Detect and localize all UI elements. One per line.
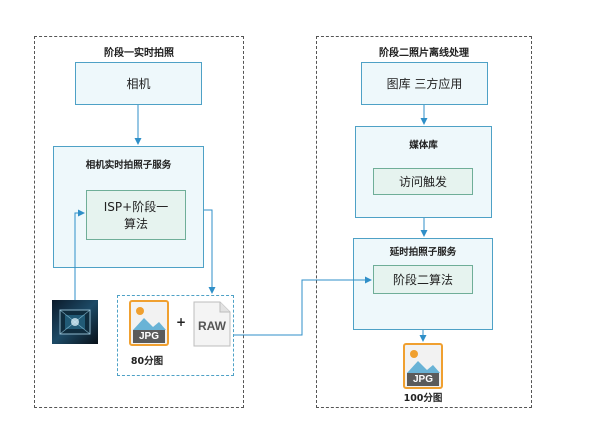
media-library-title: 媒体库 [409, 140, 438, 151]
raw-label: RAW [198, 319, 226, 333]
stage2-algo-box: 阶段二算法 [373, 265, 473, 294]
stage2-caption: 100分图 [403, 393, 443, 404]
arrow-service-to-output [204, 209, 216, 294]
arrow-sensor-to-isp [74, 209, 85, 300]
jpg-label: JPG [138, 331, 159, 342]
arrow-output-to-stage2-algo [234, 276, 372, 336]
gallery-apps-box: 图库 三方应用 [361, 62, 488, 105]
access-trigger-box: 访问触发 [373, 168, 473, 195]
plus-sign: + [176, 315, 187, 329]
stage1-title: 阶段一实时拍照 [104, 48, 174, 59]
stage1-frame [34, 36, 244, 408]
stage1-caption: 80分图 [130, 356, 164, 367]
raw-file-icon: RAW [193, 301, 231, 347]
gallery-apps-label: 图库 三方应用 [386, 77, 463, 91]
jpg-file-icon-final: JPG [403, 343, 443, 389]
jpg-file-icon: JPG [129, 300, 169, 346]
stage2-title: 阶段二照片离线处理 [379, 48, 469, 59]
realtime-photo-subservice-title: 相机实时拍照子服务 [85, 160, 172, 171]
isp-stage1-algo-line2: 算法 [123, 217, 148, 231]
stage2-frame [316, 36, 532, 408]
camera-box: 相机 [75, 62, 202, 105]
isp-stage1-algo-box: ISP+阶段一 算法 [86, 190, 186, 240]
stage2-algo-label: 阶段二算法 [392, 273, 453, 287]
deferred-photo-subservice-title: 延时拍照子服务 [389, 247, 457, 258]
isp-stage1-algo-line1: ISP+阶段一 [103, 200, 169, 214]
camera-sensor-icon [52, 300, 98, 344]
camera-label: 相机 [126, 77, 151, 91]
access-trigger-label: 访问触发 [398, 175, 447, 189]
final-jpg-label: JPG [412, 374, 433, 385]
